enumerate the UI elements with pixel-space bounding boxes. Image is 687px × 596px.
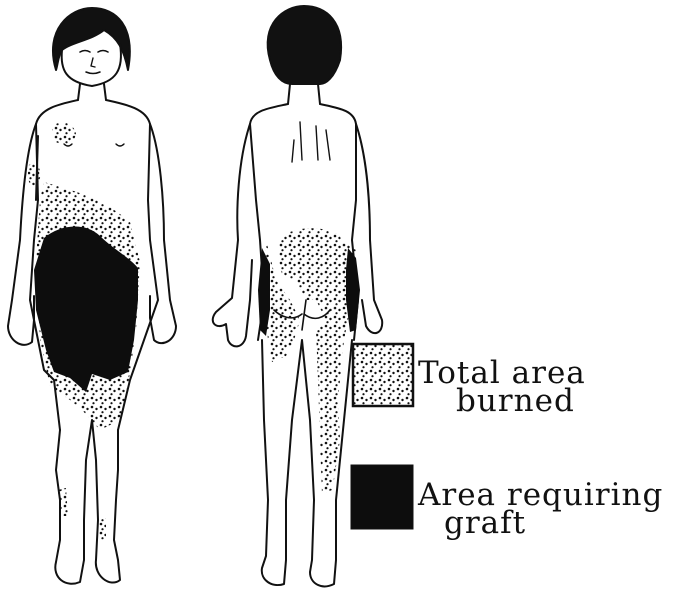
back-burned-areas [264,228,356,494]
front-left-arm [8,124,38,345]
front-stipple-shoulder [52,122,76,144]
legend-swatch-total [353,344,413,406]
legend-swatch-graft [351,465,413,529]
front-hair [53,8,130,70]
legend-graft-line2: graft [444,508,526,538]
back-right-arm [356,124,382,333]
front-stipple-foot [98,518,106,540]
back-left-arm [213,124,252,346]
legend-total-line2: burned [456,386,575,416]
back-hair [268,6,341,84]
